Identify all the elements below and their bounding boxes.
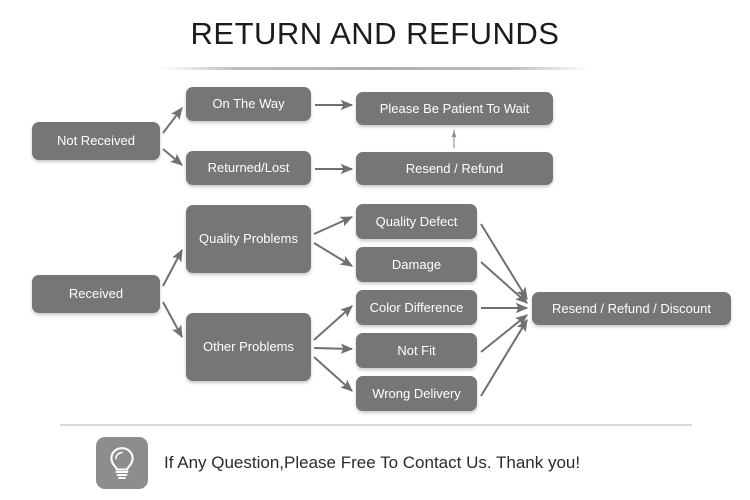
edge-received-other-problems xyxy=(162,301,183,339)
page-title: RETURN AND REFUNDS xyxy=(190,16,560,51)
edge-not-received-on-the-way xyxy=(162,107,183,134)
edge-quality-problems-quality-defect xyxy=(313,216,354,235)
title-divider xyxy=(160,67,590,70)
node-received[interactable]: Received xyxy=(32,275,160,313)
edge-wrong-delivery-final xyxy=(480,318,528,397)
node-wrong-delivery[interactable]: Wrong Delivery xyxy=(356,376,477,411)
edge-not-received-returned-lost xyxy=(162,148,183,166)
node-please-be-patient-to-wait[interactable]: Please Be Patient To Wait xyxy=(356,92,553,125)
footer: If Any Question,Please Free To Contact U… xyxy=(96,437,580,489)
node-quality-defect[interactable]: Quality Defect xyxy=(356,204,477,239)
edge-damage-final xyxy=(480,261,528,304)
edge-other-problems-color-difference xyxy=(313,305,353,341)
node-resend-refund-discount[interactable]: Resend / Refund / Discount xyxy=(532,292,731,325)
edge-quality-defect-final xyxy=(480,223,528,301)
footer-text: If Any Question,Please Free To Contact U… xyxy=(164,453,581,472)
node-returned-lost[interactable]: Returned/Lost xyxy=(186,151,311,185)
edge-quality-problems-damage xyxy=(313,242,354,267)
lightbulb-icon xyxy=(96,437,148,489)
footer-divider xyxy=(60,424,692,426)
edge-not-fit-final xyxy=(480,314,528,353)
node-color-difference[interactable]: Color Difference xyxy=(356,290,477,325)
node-on-the-way[interactable]: On The Way xyxy=(186,87,311,121)
edge-other-problems-not-fit xyxy=(313,343,354,354)
node-other-problems[interactable]: Other Problems xyxy=(186,313,311,381)
edge-other-problems-wrong-delivery xyxy=(313,356,353,392)
node-damage[interactable]: Damage xyxy=(356,247,477,282)
node-resend-refund[interactable]: Resend / Refund xyxy=(356,152,553,185)
node-quality-problems[interactable]: Quality Problems xyxy=(186,205,311,273)
node-not-fit[interactable]: Not Fit xyxy=(356,333,477,368)
edge-received-quality-problems xyxy=(162,248,183,287)
node-not-received[interactable]: Not Received xyxy=(32,122,160,160)
